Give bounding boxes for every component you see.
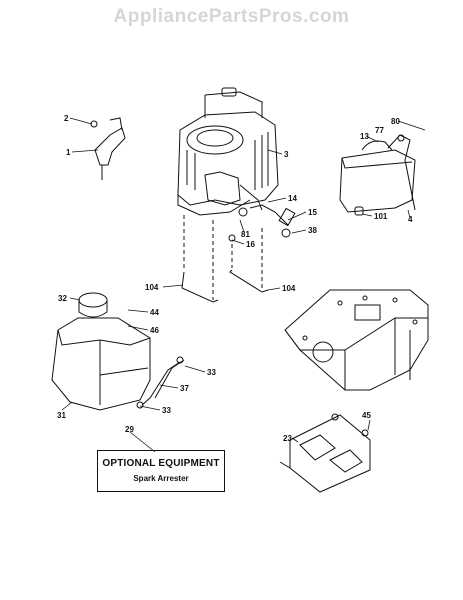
callout-14: 14 [288, 194, 297, 203]
engine-drawing [177, 87, 279, 217]
callout-104-right: 104 [282, 284, 296, 293]
fuel-hose-drawing [136, 356, 185, 409]
callout-31: 31 [57, 411, 66, 420]
callout-45: 45 [362, 411, 371, 420]
callout-33-bottom: 33 [162, 406, 171, 415]
callout-101: 101 [374, 212, 388, 221]
callout-labels: 2 1 3 80 13 77 4 101 14 15 81 16 38 104 … [57, 114, 413, 443]
callout-32: 32 [58, 294, 67, 303]
fuel-tank-drawing [51, 292, 151, 411]
spark-arrester-label: Spark Arrester [133, 474, 189, 483]
callout-38: 38 [308, 226, 317, 235]
chassis-plate-drawing [284, 289, 429, 391]
fuel-line-drawing [228, 204, 296, 242]
callout-33-top: 33 [207, 368, 216, 377]
callout-2: 2 [64, 114, 69, 123]
callout-3: 3 [284, 150, 289, 159]
callout-77: 77 [375, 126, 384, 135]
callout-46: 46 [150, 326, 159, 335]
callout-13: 13 [360, 132, 369, 141]
callout-104-left: 104 [145, 283, 159, 292]
callout-1: 1 [66, 148, 71, 157]
optional-equipment-heading: OPTIONAL EQUIPMENT [102, 458, 220, 469]
callout-23: 23 [283, 434, 292, 443]
muffler-drawing [339, 134, 416, 216]
watermark: AppliancePartsPros.com [113, 6, 350, 27]
leader-lines [61, 117, 426, 453]
callout-29: 29 [125, 425, 134, 434]
callout-16: 16 [246, 240, 255, 249]
callout-80: 80 [391, 117, 400, 126]
callout-81: 81 [241, 230, 250, 239]
callout-44: 44 [150, 308, 159, 317]
mounting-lines [183, 215, 263, 300]
bracket-drawing [90, 117, 126, 180]
optional-equipment-box: OPTIONAL EQUIPMENT Spark Arrester [97, 450, 225, 492]
callout-4: 4 [408, 215, 413, 224]
callout-15: 15 [308, 208, 317, 217]
spark-arrester-drawing [279, 413, 371, 493]
callout-37: 37 [180, 384, 189, 393]
